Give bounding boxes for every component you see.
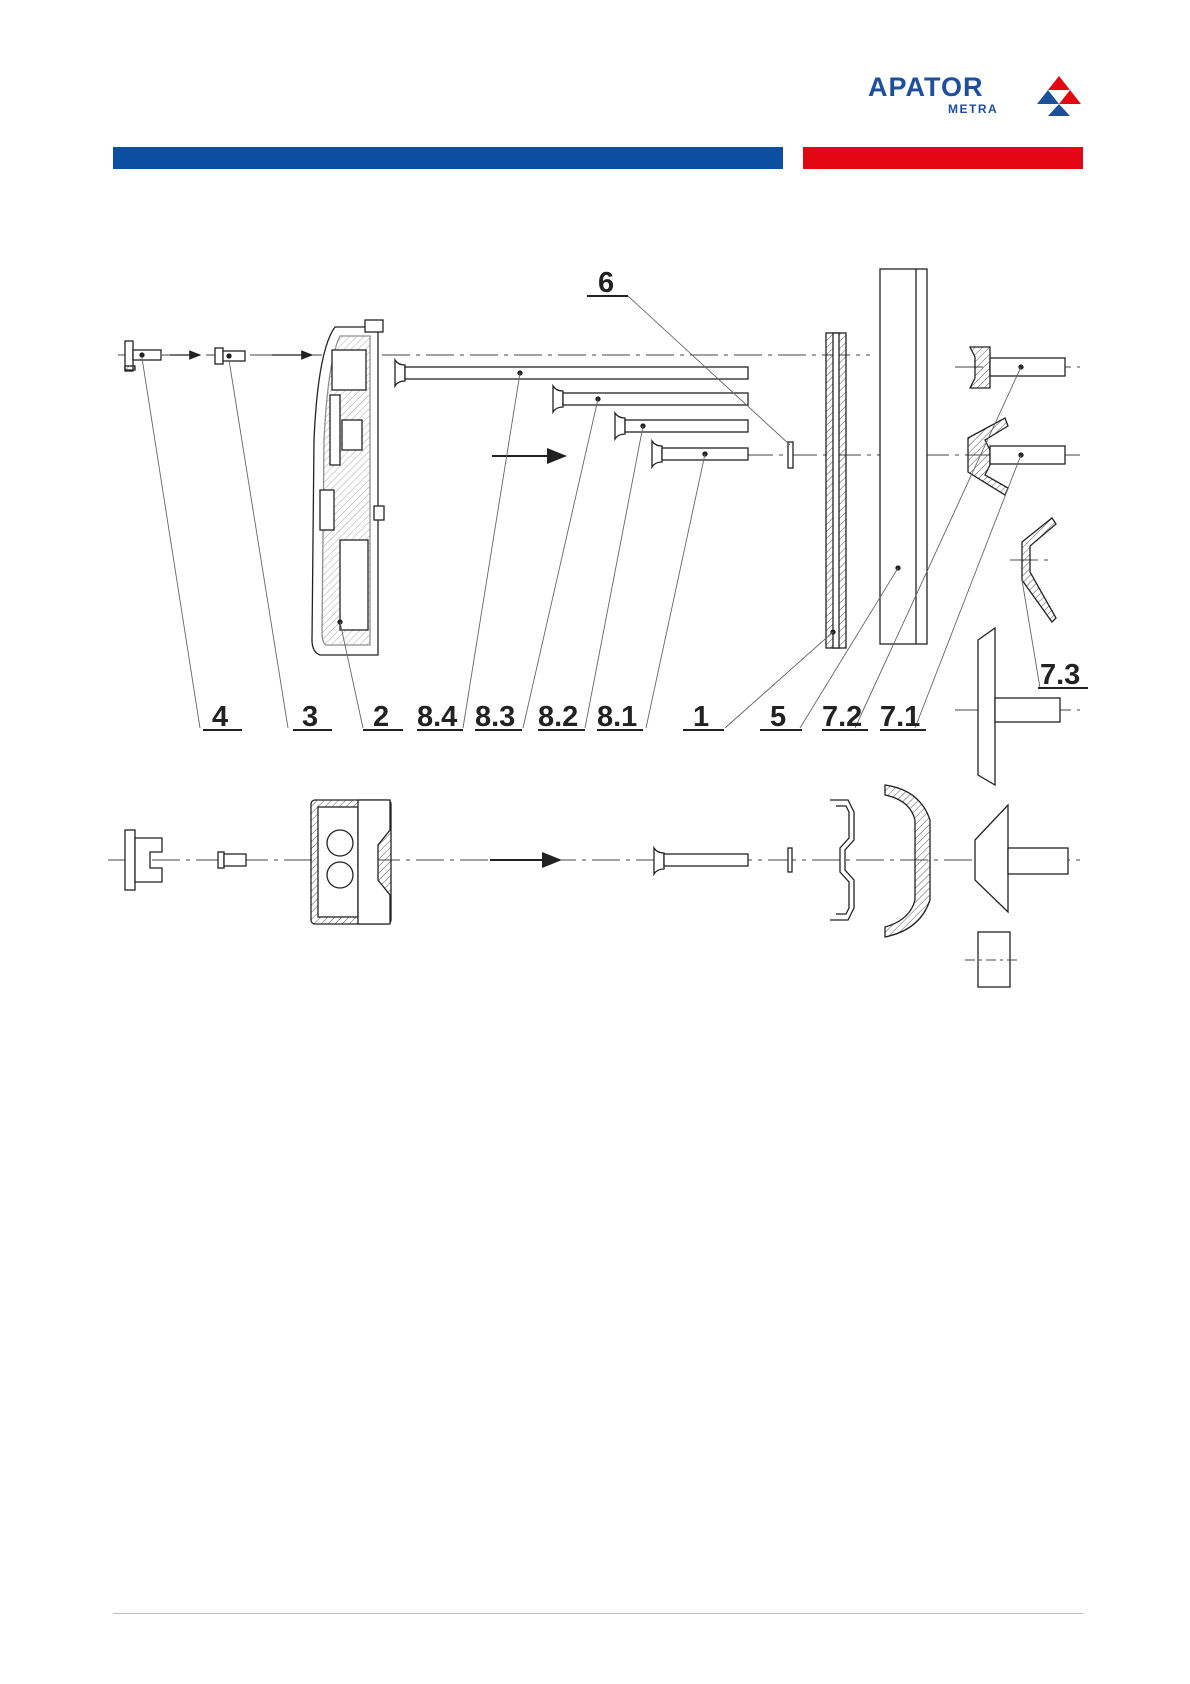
- part-1-plate-side: [826, 333, 846, 648]
- part-8-screw-top: [654, 848, 748, 874]
- callout-8-2: 8.2: [538, 701, 578, 733]
- callout-4: 4: [212, 701, 228, 733]
- callout-7-2: 7.2: [822, 701, 862, 733]
- callout-7-1: 7.1: [880, 701, 920, 733]
- callout-8-4: 8.4: [417, 701, 457, 733]
- part-2-housing-side: [312, 320, 384, 655]
- callout-3: 3: [302, 701, 318, 733]
- callout-6: 6: [598, 267, 614, 299]
- callout-7-3: 7.3: [1040, 659, 1080, 691]
- part-6-washer-side: [788, 442, 793, 468]
- part-2-housing-top: [311, 800, 391, 924]
- part-washer-flange-top: [975, 805, 1068, 912]
- part-7-fittings-side: [968, 347, 1065, 622]
- part-washer-flange-side: [978, 628, 1060, 785]
- callout-1: 1: [693, 701, 709, 733]
- screws-8: [395, 360, 748, 467]
- part-3-side: [215, 348, 245, 364]
- part-3-top: [218, 852, 246, 868]
- part-6-washer-top: [788, 848, 792, 872]
- callout-2: 2: [373, 701, 389, 733]
- part-5-bar-top: [885, 785, 930, 937]
- callout-8-3: 8.3: [475, 701, 515, 733]
- callout-8-1: 8.1: [597, 701, 637, 733]
- callout-5: 5: [770, 701, 786, 733]
- footer-rule: [113, 1613, 1083, 1614]
